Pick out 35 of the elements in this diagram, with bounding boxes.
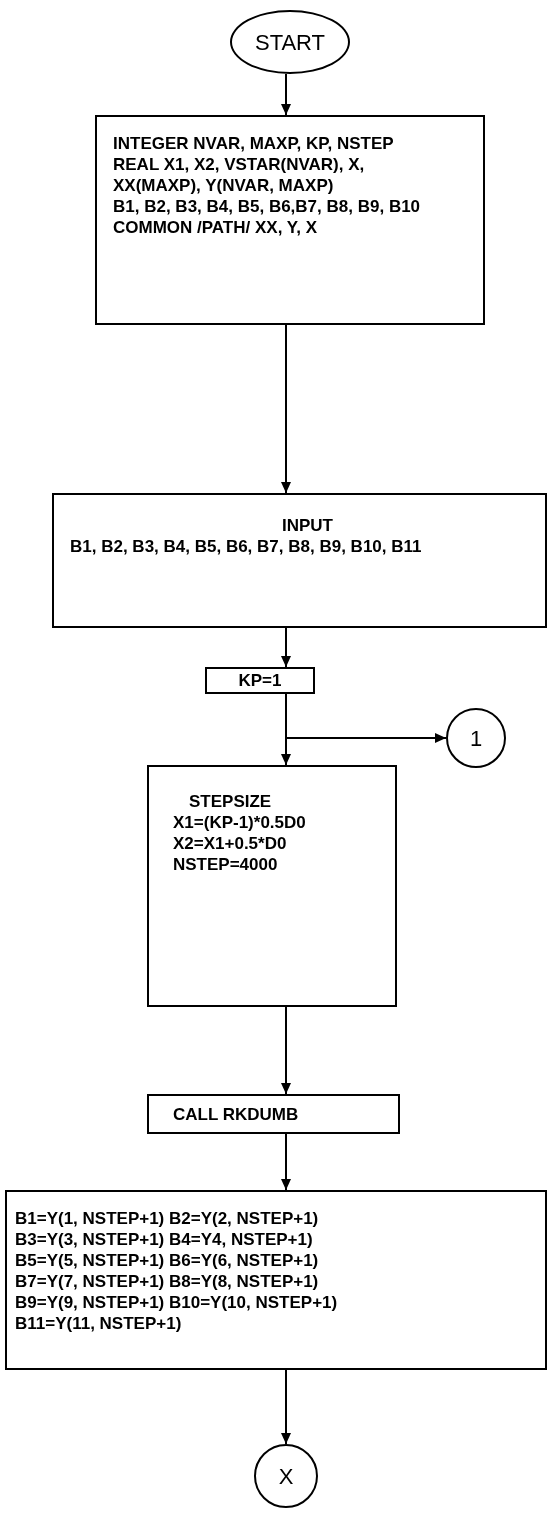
node-text: STEPSIZE (188, 791, 273, 812)
node-text: B5=Y(5, NSTEP+1) B6=Y(6, NSTEP+1) (15, 1250, 320, 1271)
node-text: KP=1 (238, 670, 282, 691)
node-text: X1=(KP-1)*0.5D0 (173, 812, 307, 833)
process-box (95, 115, 485, 325)
arrow (281, 324, 291, 494)
node-text: INTEGER NVAR, MAXP, KP, NSTEP (113, 133, 395, 154)
node-text: X (278, 1465, 294, 1487)
node-text: NSTEP=4000 (173, 854, 279, 875)
arrow (281, 1133, 291, 1191)
process-box (5, 1190, 547, 1370)
process-box (52, 493, 547, 628)
process-box (147, 765, 397, 1007)
arrow (281, 1369, 291, 1445)
node-text: B11=Y(11, NSTEP+1) (15, 1313, 183, 1334)
arrow (281, 73, 291, 116)
process-box (205, 667, 315, 694)
node-text: REAL X1, X2, VSTAR(NVAR), X, XX(MAXP), Y(NVAR, MAXP) (113, 154, 366, 196)
arrow (281, 627, 291, 668)
node-text: B3=Y(3, NSTEP+1) B4=Y4, NSTEP+1) (15, 1229, 314, 1250)
node-text: INPUT (281, 515, 334, 536)
node-text: 1 (469, 727, 483, 749)
node-text: B1, B2, B3, B4, B5, B6, B7, B8, B9, B10, B11 (70, 536, 423, 557)
node-text: X2=X1+0.5*D0 (173, 833, 288, 854)
arrow (285, 701, 447, 743)
node-text: CALL RKDUMB (173, 1103, 299, 1125)
node-text: B7=Y(7, NSTEP+1) B8=Y(8, NSTEP+1) (15, 1271, 320, 1292)
node-text: B1=Y(1, NSTEP+1) B2=Y(2, NSTEP+1) (15, 1208, 320, 1229)
arrow (281, 693, 291, 766)
node-text: COMMON /PATH/ XX, Y, X (113, 217, 319, 238)
node-text: START (254, 31, 326, 53)
node-text: B1, B2, B3, B4, B5, B6,B7, B8, B9, B10 (113, 196, 422, 217)
node-text: B9=Y(9, NSTEP+1) B10=Y(10, NSTEP+1) (15, 1292, 339, 1313)
process-box (147, 1094, 400, 1134)
arrow (281, 1006, 291, 1095)
